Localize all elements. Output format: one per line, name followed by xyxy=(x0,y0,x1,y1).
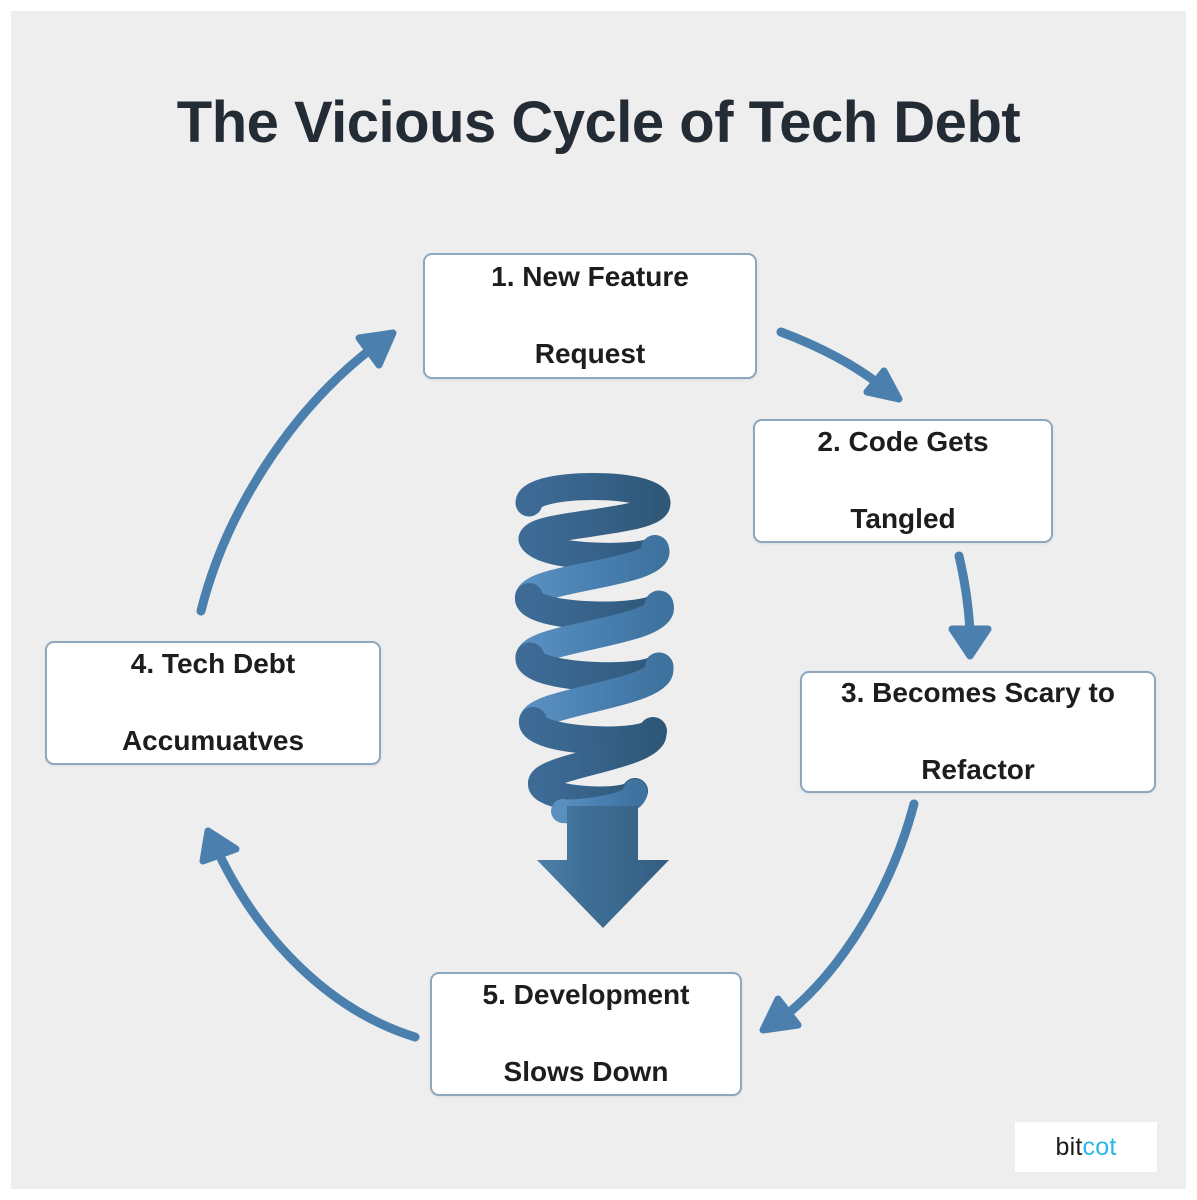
arrow-4-to-1 xyxy=(196,329,397,616)
node-line-2: Tangled xyxy=(850,503,956,535)
node-line-2: Refactor xyxy=(921,754,1035,786)
arrow-1-to-2 xyxy=(776,327,903,403)
arrow-3-to-5 xyxy=(759,799,919,1034)
node-line-2: Accumuatves xyxy=(121,725,305,757)
node-line-1: 3. Becomes Scary to xyxy=(841,677,1115,709)
logo-text-primary: bit xyxy=(1055,1132,1083,1161)
page-title: The Vicious Cycle of Tech Debt xyxy=(176,90,1021,155)
node-line-2: Slows Down xyxy=(503,1056,669,1088)
diagram-canvas: The Vicious Cycle of Tech Debt xyxy=(11,11,1186,1189)
node-line-1: 1. New Feature xyxy=(491,261,689,293)
downward-spiral xyxy=(515,473,674,928)
node-line-1: 2. Code Gets xyxy=(817,426,989,458)
node-line-1: 4. Tech Debt xyxy=(130,648,296,680)
logo-text-accent: cot xyxy=(1082,1132,1117,1161)
arrow-5-to-4 xyxy=(199,827,420,1042)
node-line-1: 5. Development xyxy=(482,979,690,1011)
arrow-2-to-3 xyxy=(948,551,992,660)
cycle-node-becomes-scary-to-refactor[interactable]: 3. Becomes Scary to Refactor xyxy=(800,671,1156,793)
node-line-2: Request xyxy=(534,338,646,370)
cycle-node-label: 3. Becomes Scary to Refactor xyxy=(817,674,1139,790)
